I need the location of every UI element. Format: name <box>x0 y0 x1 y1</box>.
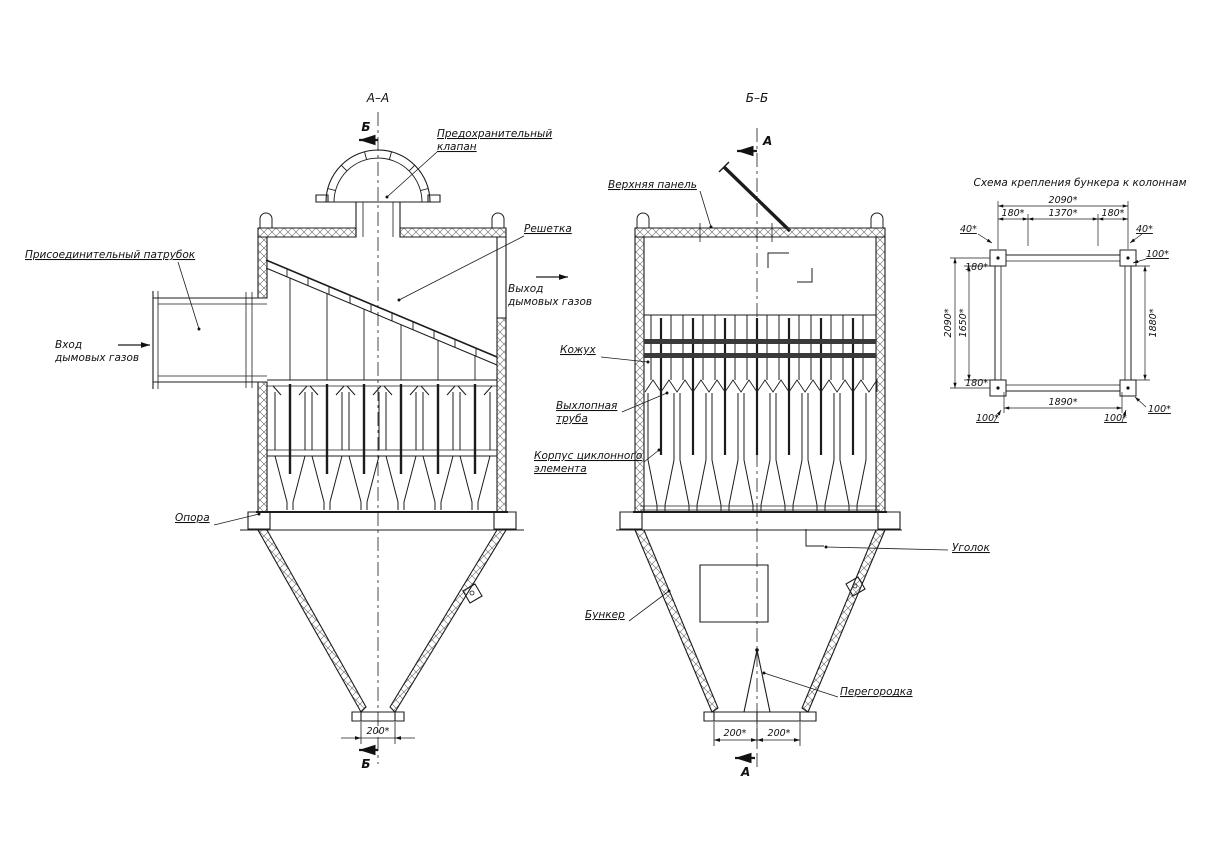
safety-valve-label-line2: клапан <box>437 141 477 153</box>
cyclone-body-label-line2: элемента <box>534 463 587 475</box>
column-bottom-right <box>1120 380 1136 396</box>
angle-label: Уголок <box>952 542 990 554</box>
column-top-right <box>1120 250 1136 266</box>
dim-text: 2090* <box>943 308 954 337</box>
aa-gas-outlet-annotation: Выход дымовых газов <box>507 274 592 308</box>
bb-section-marker-bottom: А <box>735 752 755 779</box>
bb-partition-shape <box>744 650 770 712</box>
aa-section-marker-bottom: Б <box>359 744 378 771</box>
view-bb: Б–Б А А <box>534 91 990 779</box>
dim-text: 1370* <box>1049 208 1078 219</box>
gas-inlet-label-line1: Вход <box>55 339 82 351</box>
aa-callouts: Предохранительный клапан Решетка Присоед… <box>25 128 572 525</box>
dim-text: 1650* <box>958 308 969 337</box>
aa-vibrator <box>463 584 482 603</box>
dim-text: 40* <box>960 224 977 235</box>
bb-vibrator <box>846 577 865 596</box>
dim-text: 180* <box>1102 208 1125 219</box>
scheme-frame <box>990 250 1136 396</box>
hopper-label: Бункер <box>585 609 625 621</box>
exhaust-pipe-label-line2: труба <box>556 413 588 425</box>
dim-text: 180* <box>965 378 988 389</box>
bb-open-lid <box>719 162 790 231</box>
bb-tube-bundle <box>640 313 880 514</box>
dim-text: 100* <box>1148 404 1171 415</box>
dim-text: 200* <box>724 728 747 739</box>
view-bb-title: Б–Б <box>746 91 768 105</box>
bb-access-hatch <box>700 565 768 622</box>
aa-cyclone-elements <box>271 382 494 512</box>
bb-dim-outlets: 200* 200* <box>714 722 800 746</box>
top-panel-label: Верхняя панель <box>608 179 697 191</box>
aa-inlet-duct <box>153 291 267 389</box>
casing-label: Кожух <box>560 344 597 356</box>
bb-callouts: Верхняя панель Кожух Выхлопная труба Кор… <box>534 179 990 698</box>
aa-dim-outlet: 200* <box>341 722 415 744</box>
dim-text: 1890* <box>1049 397 1078 408</box>
dim-text: 200* <box>768 728 791 739</box>
gas-outlet-label-line2: дымовых газов <box>507 296 592 308</box>
gas-inlet-label-line2: дымовых газов <box>54 352 139 364</box>
bb-angle-mark <box>806 529 824 546</box>
section-letter: Б <box>361 757 370 771</box>
dim-text: 100* <box>1104 413 1127 424</box>
support-label: Опора <box>175 512 210 524</box>
bb-section-marker-top: А <box>737 134 772 157</box>
inlet-pipe-label: Присоединительный патрубок <box>25 249 196 261</box>
aa-body-walls <box>258 213 506 512</box>
bb-hopper <box>635 530 885 721</box>
exhaust-pipe-label-line1: Выхлопная <box>556 400 617 412</box>
dim-text: 100* <box>976 413 999 424</box>
aa-section-marker-top: Б <box>359 120 378 146</box>
scheme-dimensions: 2090* 180* 1370* 180* 40* 40* 100* 2090*… <box>943 195 1171 424</box>
gas-outlet-label-line1: Выход <box>508 283 543 295</box>
dim-text: 100* <box>1146 249 1169 260</box>
dim-text: 200* <box>367 726 390 737</box>
section-letter: А <box>740 765 750 779</box>
view-aa-title: А–А <box>366 91 389 105</box>
bb-support <box>616 512 902 546</box>
safety-valve-label-line1: Предохранительный <box>437 128 552 140</box>
aa-gas-inlet-annotation: Вход дымовых газов <box>54 339 150 364</box>
bb-body-walls <box>635 213 885 512</box>
dim-text: 180* <box>1002 208 1025 219</box>
aa-support <box>240 512 524 530</box>
view-scheme: Схема крепления бункера к колоннам <box>943 177 1187 424</box>
view-aa: А–А Б Б <box>25 91 592 771</box>
partition-label: Перегородка <box>840 686 913 698</box>
scheme-title: Схема крепления бункера к колоннам <box>973 177 1186 189</box>
aa-grate <box>266 260 497 380</box>
section-letter: А <box>762 134 772 148</box>
cyclone-body-label-line1: Корпус циклонного <box>534 450 642 462</box>
dim-text: 1880* <box>1148 308 1159 337</box>
dim-text: 40* <box>1136 224 1153 235</box>
dim-text: 2090* <box>1049 195 1078 206</box>
aa-hopper <box>258 530 506 721</box>
grate-label: Решетка <box>524 223 572 235</box>
section-letter: Б <box>361 120 370 134</box>
dim-text: 180* <box>965 262 988 273</box>
